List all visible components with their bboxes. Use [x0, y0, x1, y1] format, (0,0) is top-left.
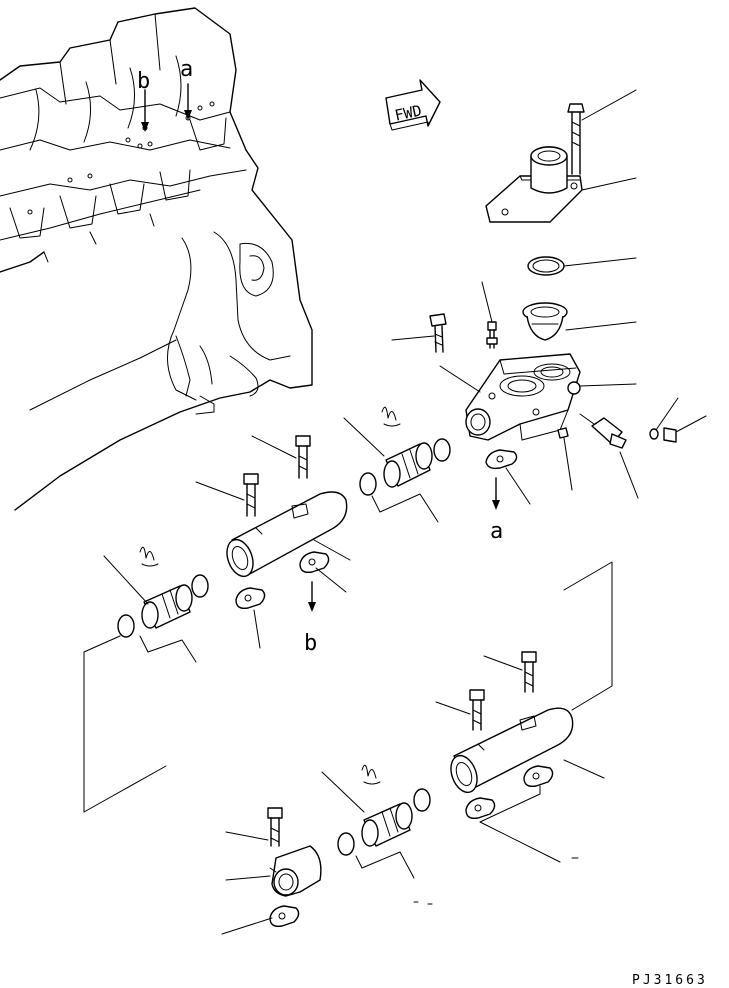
- pipe-bolt-lower-2: [469, 689, 485, 731]
- drain-plug-small: [557, 427, 569, 439]
- water-elbow: [269, 845, 322, 897]
- elbow-bolt: [267, 807, 283, 847]
- temperature-sensor-top: [486, 321, 498, 349]
- label-a-housing: a: [490, 519, 503, 544]
- fwd-label: FWD: [393, 101, 423, 124]
- o-ring-upper-left: [359, 472, 377, 496]
- thermostat: [522, 302, 568, 341]
- symbol-mid: [139, 546, 159, 567]
- label-b-pipe: b: [304, 631, 317, 656]
- engine-block: [0, 7, 313, 511]
- pipe-bolt-lower-1: [521, 651, 537, 693]
- fwd-arrow: FWD: [385, 79, 441, 131]
- plug-washer: [649, 428, 659, 440]
- o-ring-lower-left: [337, 832, 355, 856]
- water-pipe-lower: [450, 707, 574, 794]
- water-pipe-upper: [226, 491, 348, 578]
- symbol-upper: [381, 406, 401, 427]
- symbol-lower: [361, 764, 381, 785]
- o-ring-mid-right: [191, 574, 209, 598]
- connector-lower: [361, 802, 413, 847]
- label-a-engine: a: [180, 57, 193, 82]
- thermostat-gasket: [527, 256, 565, 276]
- leader-lines: [103, 89, 707, 935]
- arrow-b: [308, 581, 316, 612]
- thermostat-cover-bolt: [567, 103, 585, 175]
- pipe-bolt-upper-2: [243, 473, 259, 517]
- housing-bolt-left: [429, 313, 447, 353]
- connector-mid: [141, 584, 193, 629]
- o-ring-mid-left: [117, 614, 135, 638]
- pipe-bolt-upper-1: [295, 435, 311, 479]
- thermostat-cover: [485, 146, 583, 223]
- elbow-gasket: [269, 905, 300, 928]
- o-ring-upper-right: [433, 438, 451, 462]
- plug: [663, 427, 677, 443]
- label-b-engine: b: [137, 69, 150, 94]
- housing-outlet-gasket: [485, 449, 518, 470]
- arrow-a-housing: [492, 477, 500, 510]
- drawing-code: PJ31663: [632, 973, 708, 988]
- gasket-upper-pipe: [299, 551, 330, 574]
- connector-upper: [383, 442, 433, 488]
- thermostat-housing: [465, 353, 581, 441]
- gasket-lower-left: [465, 797, 496, 820]
- assembly-frame-lines: [83, 561, 613, 813]
- temperature-sender: [579, 413, 627, 449]
- gasket-lower-right: [523, 765, 554, 788]
- gasket-block-b: [235, 587, 266, 610]
- o-ring-lower-right: [413, 788, 431, 812]
- engine-port-arrows: [141, 83, 192, 132]
